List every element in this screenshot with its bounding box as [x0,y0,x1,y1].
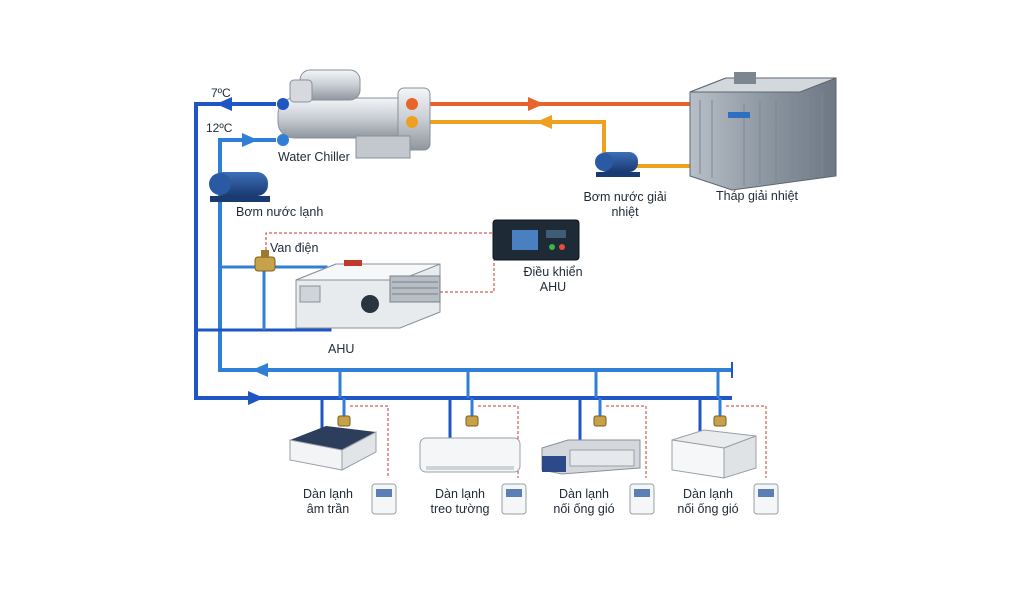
ducted-unit-icon [541,439,641,475]
unit-label-line2: âm trần [306,502,350,516]
arrow-supply [216,97,232,111]
condenser-pump-label-line1: Bơm nước giải [583,190,667,204]
arrow-return-main [252,363,268,377]
ceiling-floor-unit-icon [671,429,757,479]
water-chiller-icon [277,69,431,159]
unit-label-ducted: Dàn lạnh nối ống gió [546,487,622,517]
unit-label-wall: Dàn lạnh treo tường [424,487,496,517]
valve-label: Van điện [270,241,319,255]
unit-label-line2: nối ống gió [553,502,615,516]
arrow-supply-main [248,391,264,405]
condenser-pump-label: Bơm nước giải nhiệt [580,190,670,220]
chilled-water-pump-label: Bơm nước lạnh [236,205,324,219]
return-temp-label: 12ºC [206,121,233,135]
ahu-controller-label-line1: Điều khiển [523,265,583,279]
condenser-pump-label-line2: nhiệt [611,205,639,219]
ahu-icon [295,260,441,329]
unit-label-line2: nối ống gió [677,502,739,516]
arrow-warm [536,115,552,129]
arrow-return [242,133,258,147]
condenser-water-loop [420,97,692,168]
ahu-controller-icon [492,219,580,261]
unit-label-line1: Dàn lạnh [682,487,734,501]
chilled-water-loop [194,102,733,440]
chilled-water-pump-icon [209,172,270,202]
wall-mounted-unit-icon [419,437,521,473]
unit-label-line1: Dàn lạnh [302,487,354,501]
unit-label-ducted-2: Dàn lạnh nối ống gió [670,487,746,517]
ahu-controller-label-line2: AHU [539,280,567,294]
supply-temp-label: 7ºC [211,86,231,100]
unit-label-line1: Dàn lạnh [558,487,610,501]
cooling-tower-label: Tháp giải nhiệt [716,189,799,203]
arrow-hot [528,97,544,111]
chiller-label: Water Chiller [278,150,350,164]
cassette-unit-icon [289,426,377,471]
electric-valve-icon [254,250,276,272]
cooling-tower-icon [689,72,837,191]
unit-label-line1: Dàn lạnh [434,487,486,501]
unit-label-line2: treo tường [430,502,490,516]
unit-valves [337,415,727,427]
ahu-label: AHU [328,342,355,356]
ahu-controller-label: Điều khiển AHU [516,265,590,295]
unit-label-cassette: Dàn lạnh âm trần [296,487,360,517]
condenser-pump-icon [595,152,640,177]
thermostat-icons [371,483,779,515]
